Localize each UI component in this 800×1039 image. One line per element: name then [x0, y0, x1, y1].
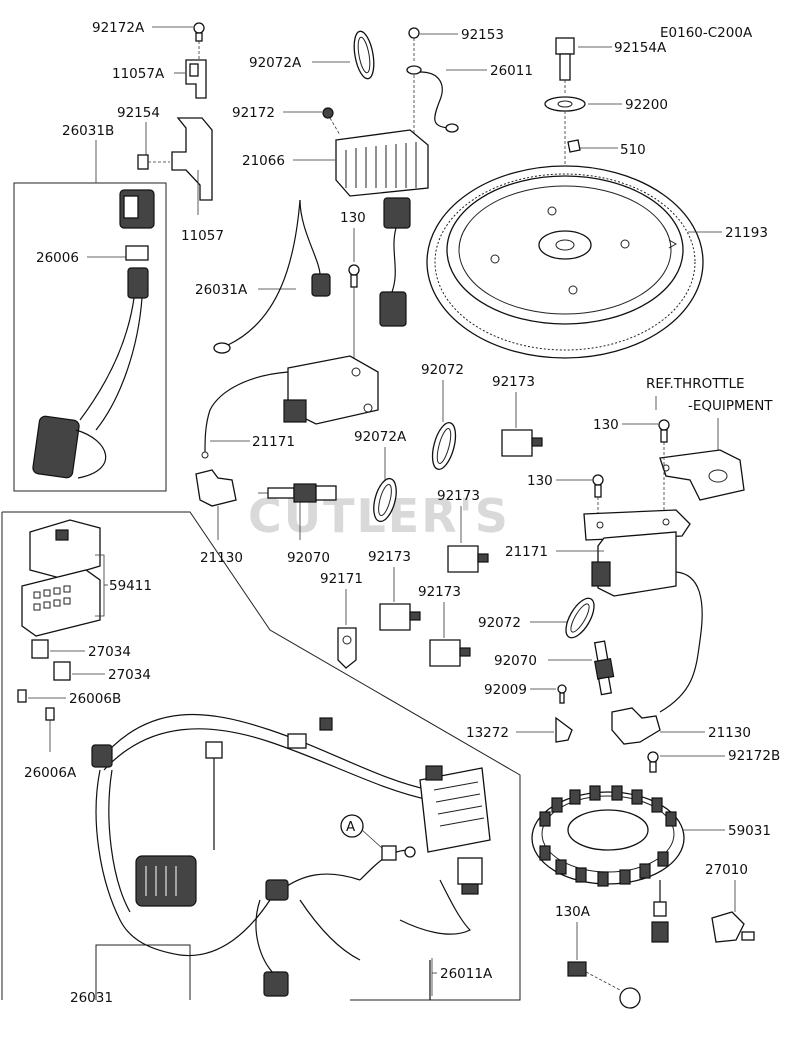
callout-11057A: 11057A	[112, 66, 165, 82]
callout-92154A: 92154A	[614, 40, 667, 56]
callout-92072-mid: 92072	[421, 362, 464, 378]
callout-92173-c: 92173	[368, 549, 411, 565]
callout-92172A: 92172A	[92, 20, 145, 36]
callout-92072A-top: 92072A	[249, 55, 302, 71]
callout-26011A: 26011A	[440, 966, 493, 982]
callout-26031A: 26031A	[195, 282, 248, 298]
callout-21193: 21193	[725, 225, 768, 241]
callout-130A: 130A	[555, 904, 591, 920]
callout-92173-d: 92173	[418, 584, 461, 600]
callout-130-top: 130	[340, 210, 366, 226]
bracket-assembly-top-left: 92172A 11057A 92154 11057	[92, 20, 224, 244]
callout-92172B: 92172B	[728, 748, 780, 764]
callout-26006: 26006	[36, 250, 79, 266]
diagram-code: E0160-C200A	[660, 25, 753, 41]
callout-27034-b: 27034	[108, 667, 151, 683]
callout-59411: 59411	[109, 578, 152, 594]
callout-92173-b: 92173	[437, 488, 480, 504]
section-borders	[1, 511, 521, 1001]
callout-21171-left: 21171	[252, 434, 295, 450]
flywheel-assembly: 92154A 92200 510 21193	[426, 37, 768, 359]
callout-130-r1: 130	[593, 417, 619, 433]
callout-92200: 92200	[625, 97, 668, 113]
callout-59031: 59031	[728, 823, 771, 839]
callout-26006A: 26006A	[24, 765, 77, 781]
main-wire-harness: A 26011A 26031	[70, 714, 493, 1006]
callout-A: A	[346, 819, 356, 835]
callout-26011: 26011	[490, 63, 533, 79]
callout-92173-a: 92173	[492, 374, 535, 390]
ignition-coil-right: REF.THROTTLE -EQUIPMENT 130 130 21171 92…	[466, 376, 773, 745]
callout-510: 510	[620, 142, 646, 158]
ignition-coil-left: 130 26031A 21171 21130 92070	[195, 199, 379, 566]
callout-26031B: 26031B	[62, 123, 114, 139]
callout-21130-left: 21130	[200, 550, 243, 566]
clamp-column: 92072 92173 92072A 92173 92173 92171 921…	[320, 362, 543, 669]
callout-92070-right: 92070	[494, 653, 537, 669]
callout-92072-right: 92072	[478, 615, 521, 631]
callout-92153: 92153	[461, 27, 504, 43]
callout-92172: 92172	[232, 105, 275, 121]
callout-130-r2: 130	[527, 473, 553, 489]
stator-assembly: 92172B 59031 27010 130A	[531, 748, 780, 1009]
callout-27034-a: 27034	[88, 644, 131, 660]
callout-92072A-mid: 92072A	[354, 429, 407, 445]
harness-26031B-box: 26031B 26006	[13, 123, 167, 492]
callout-21171-right: 21171	[505, 544, 548, 560]
reference-line2: -EQUIPMENT	[688, 398, 773, 414]
callout-11057: 11057	[181, 228, 224, 244]
callout-27010: 27010	[705, 862, 748, 878]
callout-92009: 92009	[484, 682, 527, 698]
callout-92070-left: 92070	[287, 550, 330, 566]
callout-21066: 21066	[242, 153, 285, 169]
callout-13272: 13272	[466, 725, 509, 741]
callout-92154: 92154	[117, 105, 160, 121]
callout-21130-right: 21130	[708, 725, 751, 741]
callout-92171: 92171	[320, 571, 363, 587]
callout-26031: 26031	[70, 990, 113, 1006]
callout-26006B: 26006B	[69, 691, 121, 707]
regulator-assembly: 92072A 92172 92153 26011 21066	[232, 27, 533, 327]
fuse-box-assembly: 59411 27034 27034 26006B 26006A	[17, 519, 152, 781]
reference-line1: REF.THROTTLE	[646, 376, 745, 392]
